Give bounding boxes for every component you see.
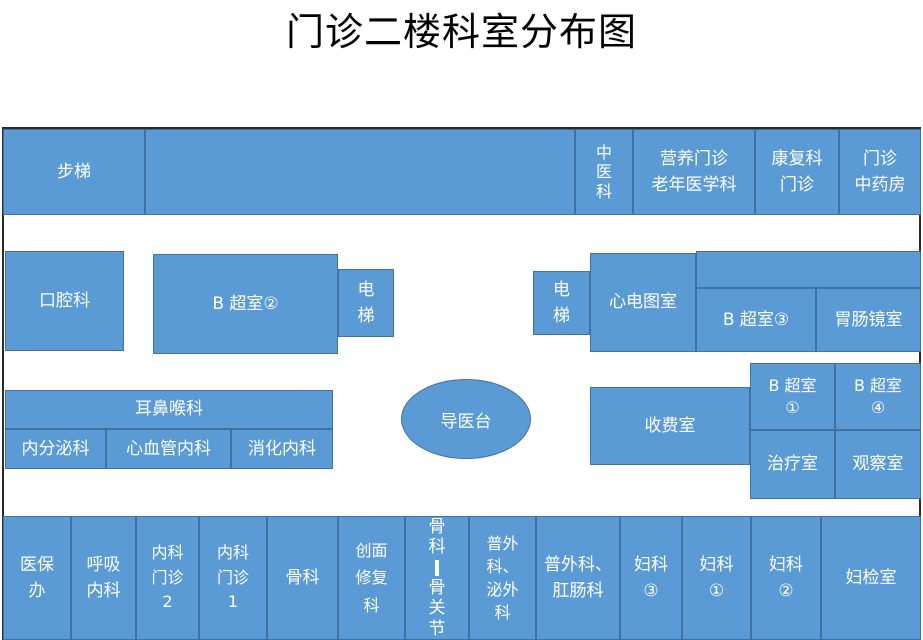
room-observation[interactable]: 观察室 <box>835 430 921 499</box>
room-general-surgery-urology[interactable]: 普外 科、 泌外 科 <box>469 516 536 640</box>
room-gynecology-2[interactable]: 妇科 ② <box>751 516 821 640</box>
room-bscan-1[interactable]: B 超室 ① <box>750 363 835 430</box>
page-title: 门诊二楼科室分布图 <box>285 10 637 54</box>
room-dental[interactable]: 口腔科 <box>5 251 124 351</box>
room-gynecology-1[interactable]: 妇科 ① <box>682 516 751 640</box>
room-gynecology-3[interactable]: 妇科 ③ <box>620 516 682 640</box>
room-wound-repair[interactable]: 创面 修复 科 <box>338 516 405 640</box>
room-cashier[interactable]: 收费室 <box>590 387 750 465</box>
room-internal-clinic-2[interactable]: 内科 门诊 2 <box>136 516 199 640</box>
room-bscan-2[interactable]: B 超室② <box>153 254 338 354</box>
room-top-corridor <box>145 129 575 215</box>
elevator-left[interactable]: 电 梯 <box>338 269 394 337</box>
room-digestive[interactable]: 消化内科 <box>231 429 333 469</box>
room-respiratory[interactable]: 呼吸 内科 <box>71 516 136 640</box>
room-cardiology[interactable]: 心血管内科 <box>106 429 231 469</box>
room-rehab[interactable]: 康复科 门诊 <box>755 129 839 215</box>
room-gyn-exam[interactable]: 妇检室 <box>821 516 921 640</box>
info-desk[interactable]: 导医台 <box>401 379 531 459</box>
room-treatment[interactable]: 治疗室 <box>750 430 835 499</box>
room-gastro-scope[interactable]: 胃肠镜室 <box>816 288 921 352</box>
room-right-top-strip <box>696 251 921 288</box>
room-medical-insurance[interactable]: 医保 办 <box>3 516 71 640</box>
room-ent[interactable]: 耳鼻喉科 <box>5 390 333 429</box>
room-orthopedics[interactable]: 骨科 <box>267 516 338 640</box>
room-ecg[interactable]: 心电图室 <box>590 253 696 352</box>
room-endocrine[interactable]: 内分泌科 <box>5 429 106 469</box>
room-pharmacy[interactable]: 门诊 中药房 <box>839 129 921 215</box>
room-bscan-4[interactable]: B 超室 ④ <box>835 363 921 430</box>
bone-label-bottom: 骨 关 节 <box>428 577 446 639</box>
room-bscan-3[interactable]: B 超室③ <box>696 288 816 352</box>
room-internal-clinic-1[interactable]: 内科 门诊 1 <box>199 516 267 640</box>
room-nutrition-geriatrics[interactable]: 营养门诊 老年医学科 <box>633 129 755 215</box>
bone-label-top: 骨 科 <box>428 517 446 558</box>
room-tcm[interactable]: 中 医 科 <box>575 129 633 215</box>
room-general-surgery-colorectal[interactable]: 普外科、 肛肠科 <box>536 516 620 640</box>
elevator-right[interactable]: 电 梯 <box>533 271 590 335</box>
room-stairs[interactable]: 步梯 <box>3 129 145 215</box>
room-bone-joint[interactable]: 骨 科 骨 关 节 <box>405 516 469 640</box>
bone-divider-bar <box>435 559 439 576</box>
